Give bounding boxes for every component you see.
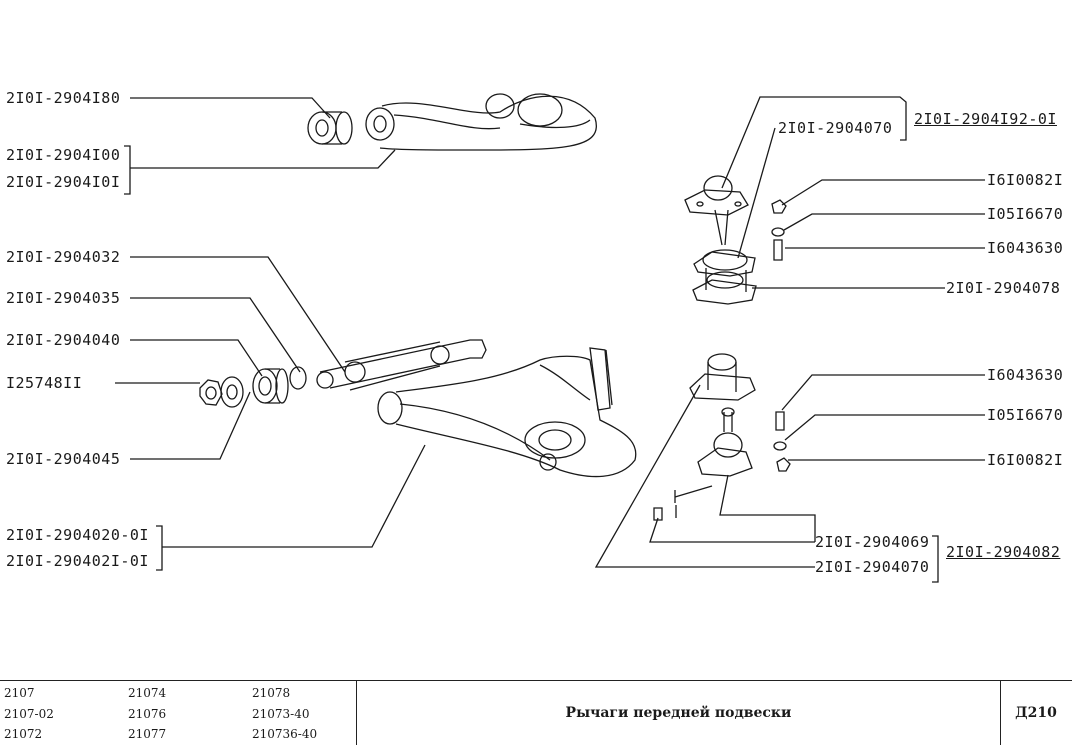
label-nut-left: I25748II bbox=[6, 374, 83, 392]
model-cell: 21078 bbox=[252, 686, 291, 700]
suspension-diagram bbox=[115, 93, 985, 583]
label-washer: 2I0I-2904035 bbox=[6, 289, 121, 307]
label-lower-joint-ref-b: 2I0I-2904070 bbox=[815, 558, 930, 576]
leader-lower-boot bbox=[594, 384, 815, 568]
leader-upper-washer bbox=[783, 213, 985, 231]
upper-bushing-part bbox=[307, 111, 353, 145]
leader-bushing bbox=[130, 339, 263, 377]
model-cell: 2107-02 bbox=[4, 707, 54, 721]
upper-boot-part bbox=[692, 249, 757, 305]
model-cell: 21073-40 bbox=[252, 707, 310, 721]
label-upper-arm-b: 2I0I-2904I0I bbox=[6, 173, 121, 191]
leader-upper-joint bbox=[721, 96, 907, 189]
leader-axle bbox=[130, 256, 346, 373]
axle-shaft-part bbox=[316, 339, 487, 391]
label-upper-bolt: I6043630 bbox=[987, 239, 1064, 257]
label-lower-nut: I6I0082I bbox=[987, 451, 1064, 469]
leader-thrust-washer bbox=[130, 391, 251, 460]
label-lower-bolt: I6043630 bbox=[987, 366, 1064, 384]
upper-arm-part bbox=[365, 93, 597, 151]
label-upper-joint-ref: 2I0I-2904070 bbox=[778, 119, 893, 137]
model-cell: 21077 bbox=[128, 727, 167, 741]
label-upper-washer: I05I6670 bbox=[987, 205, 1064, 223]
label-bushing: 2I0I-2904040 bbox=[6, 331, 121, 349]
lower-ball-joint-part bbox=[697, 407, 753, 477]
leader-upper-nut bbox=[781, 179, 985, 206]
upper-fasteners-part bbox=[771, 199, 787, 261]
label-axle: 2I0I-2904032 bbox=[6, 248, 121, 266]
leader-lower-screw bbox=[649, 517, 815, 543]
label-upper-bushing: 2I0I-2904I80 bbox=[6, 89, 121, 107]
lower-boot-part bbox=[689, 353, 756, 401]
bracket-lower-arm bbox=[156, 525, 163, 571]
lower-fasteners-part bbox=[653, 411, 791, 521]
label-thrust-washer: 2I0I-2904045 bbox=[6, 450, 121, 468]
label-lower-joint-assy: 2I0I-2904082 bbox=[946, 543, 1061, 561]
leader-upper-joint-ref bbox=[737, 127, 776, 259]
title-cell: Рычаги передней подвески bbox=[356, 681, 1001, 745]
leader-upper-bushing bbox=[130, 97, 331, 119]
leader-lower-joint-a bbox=[719, 474, 816, 542]
axle-washers-part bbox=[220, 366, 307, 408]
model-cell: 210736-40 bbox=[252, 727, 318, 741]
lower-joint-tick bbox=[674, 485, 713, 498]
lower-arm-part bbox=[377, 347, 637, 478]
title-block: 2107 21074 21078 2107-02 21076 21073-40 … bbox=[0, 680, 1072, 745]
label-upper-nut: I6I0082I bbox=[987, 171, 1064, 189]
bracket-upper-arm bbox=[124, 145, 131, 195]
leader-lower-bolt bbox=[781, 374, 985, 411]
model-cell: 21074 bbox=[128, 686, 167, 700]
bracket-lower-joint bbox=[932, 535, 939, 583]
leader-upper-arm bbox=[130, 149, 396, 169]
label-lower-joint-ref-a: 2I0I-2904069 bbox=[815, 533, 930, 551]
label-lower-arm-b: 2I0I-290402I-0I bbox=[6, 552, 149, 570]
leader-lower-washer bbox=[784, 414, 985, 441]
label-lower-arm-a: 2I0I-2904020-0I bbox=[6, 526, 149, 544]
leader-lower-arm bbox=[162, 444, 426, 548]
leader-washer bbox=[130, 297, 301, 373]
page-title: Рычаги передней подвески bbox=[565, 705, 792, 721]
label-upper-boot: 2I0I-2904078 bbox=[946, 279, 1061, 297]
page-code: Д210 bbox=[1015, 705, 1057, 721]
model-cell: 21076 bbox=[128, 707, 167, 721]
upper-ball-joint-part bbox=[684, 175, 749, 246]
nut-left-part bbox=[199, 379, 223, 406]
label-upper-joint-assy: 2I0I-2904I92-0I bbox=[914, 110, 1057, 128]
label-upper-arm-a: 2I0I-2904I00 bbox=[6, 146, 121, 164]
label-lower-washer: I05I6670 bbox=[987, 406, 1064, 424]
model-cell: 2107 bbox=[4, 686, 35, 700]
model-cell: 21072 bbox=[4, 727, 43, 741]
